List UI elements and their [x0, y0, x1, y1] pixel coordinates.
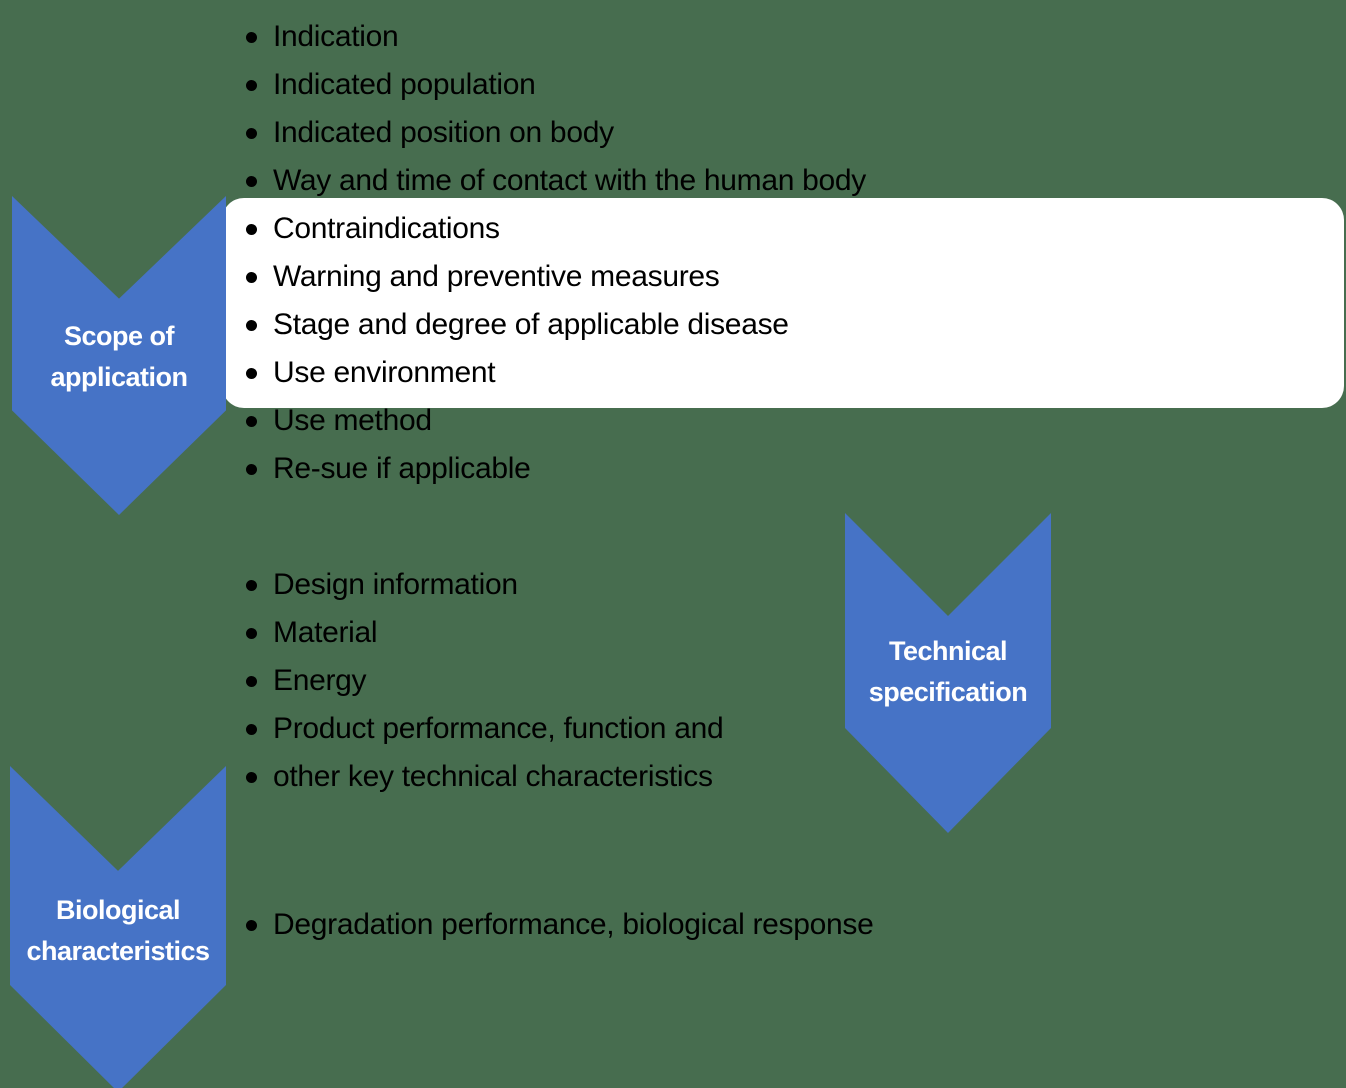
bullet-icon [246, 579, 257, 591]
list-item-label: Use method [273, 404, 432, 437]
chevron-biological-characteristics [10, 766, 226, 1088]
list-item-label: Degradation performance, biological resp… [273, 908, 874, 941]
list-item: other key technical characteristics [246, 753, 723, 801]
chevron-label-scope: Scope of application [12, 316, 226, 398]
bullet-icon [246, 919, 257, 931]
list-item-label: Way and time of contact with the human b… [273, 164, 866, 197]
chevron-scope-of-application [12, 196, 226, 515]
list-item: Degradation performance, biological resp… [246, 901, 874, 949]
list-item: Use method [246, 397, 866, 445]
chevron-label-line: Scope of [63, 321, 175, 351]
chevron-label-line: Biological [55, 895, 181, 925]
list-item-label: Material [273, 616, 378, 649]
list-item-label: Use environment [273, 356, 496, 389]
list-item: Material [246, 609, 723, 657]
list-item: Indicated population [246, 61, 866, 109]
list-item: Energy [246, 657, 723, 705]
chevron-label-technical: Technical specification [845, 631, 1051, 713]
list-item: Stage and degree of applicable disease [246, 301, 866, 349]
bullet-icon [246, 319, 257, 331]
chevron-label-line: characteristics [26, 936, 210, 966]
list-item-label: Contraindications [273, 212, 500, 245]
chevron-label-biological: Biological characteristics [10, 890, 226, 972]
bullet-icon [246, 223, 257, 235]
chevron-technical-specification [845, 513, 1051, 833]
bullet-icon [246, 79, 257, 91]
list-item-label: Design information [273, 568, 518, 601]
chevron-label-line: application [50, 362, 188, 392]
list-item: Design information [246, 561, 723, 609]
chevron-label-line: Technical [888, 636, 1008, 666]
list-item: Indication [246, 13, 866, 61]
list-item-label: Re-sue if applicable [273, 452, 531, 485]
chevron-label-line: specification [868, 677, 1028, 707]
list-item: Indicated position on body [246, 109, 866, 157]
technical-bullet-list: Design information Material Energy Produ… [246, 561, 724, 801]
list-item: Contraindications [246, 205, 866, 253]
bullet-icon [246, 415, 257, 427]
bullet-icon [246, 771, 257, 783]
list-item-label: other key technical characteristics [273, 760, 713, 793]
scope-bullet-list: Indication Indicated population Indicate… [246, 13, 866, 493]
bullet-icon [246, 367, 257, 379]
chevron-down-shape [10, 766, 226, 1088]
list-item-label: Product performance, function and [273, 712, 724, 745]
list-item-label: Indicated position on body [273, 116, 614, 149]
bullet-icon [246, 627, 257, 639]
list-item: Re-sue if applicable [246, 445, 866, 493]
highlight-box [222, 198, 1344, 408]
list-item: Product performance, function and [246, 705, 724, 753]
chevron-down-shape [845, 513, 1051, 833]
list-item-label: Stage and degree of applicable disease [273, 308, 789, 341]
bullet-icon [246, 723, 257, 735]
list-item-label: Warning and preventive measures [273, 260, 720, 293]
list-item-label: Indication [273, 20, 399, 53]
biological-bullet-list: Degradation performance, biological resp… [246, 901, 874, 949]
bullet-icon [246, 675, 257, 687]
bullet-icon [246, 127, 257, 139]
list-item: Use environment [246, 349, 866, 397]
bullet-icon [246, 463, 257, 475]
list-item-label: Indicated population [273, 68, 536, 101]
chevron-down-shape [12, 196, 226, 515]
bullet-icon [246, 175, 257, 187]
list-item-label: Energy [273, 664, 367, 697]
bullet-icon [246, 271, 257, 283]
list-item: Warning and preventive measures [246, 253, 866, 301]
bullet-icon [246, 31, 257, 43]
list-item: Way and time of contact with the human b… [246, 157, 866, 205]
